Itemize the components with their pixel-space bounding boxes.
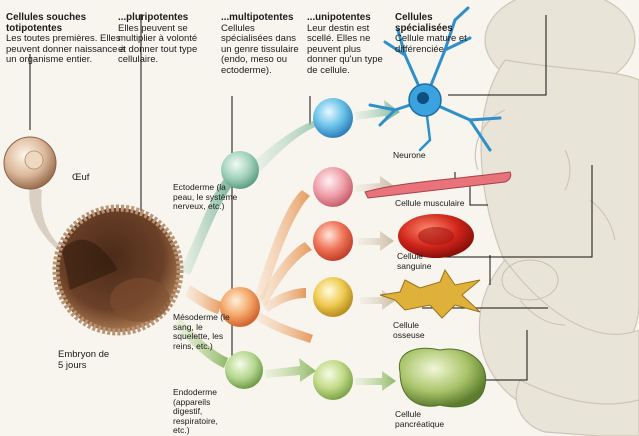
blood-cell bbox=[398, 214, 474, 258]
header-unipotent-title: ...unipotentes bbox=[307, 12, 371, 23]
unipotent-blood-cell bbox=[313, 221, 353, 261]
label-neurone: Neurone bbox=[393, 150, 426, 160]
fetus-details bbox=[501, 149, 616, 326]
muscle-cell bbox=[364, 171, 512, 199]
label-pancreatique: Cellule pancréatique bbox=[395, 409, 445, 429]
mesoderm-cell bbox=[220, 287, 260, 327]
embryo bbox=[52, 204, 184, 336]
unipotent-neural-cell bbox=[313, 98, 353, 138]
label-sanguine: Cellule sanguine bbox=[397, 251, 432, 271]
header-unipotent: ...unipotentes Leur destin est scellé. E… bbox=[307, 12, 389, 76]
header-unipotent-body: Leur destin est scellé. Elles ne peuvent… bbox=[307, 22, 383, 76]
label-embryon: Embryon de 5 jours bbox=[58, 349, 110, 371]
label-oeuf: Œuf bbox=[72, 172, 90, 183]
fetus-silhouette bbox=[474, 0, 639, 436]
lineage-arrows bbox=[29, 100, 400, 391]
label-osseuse: Cellule osseuse bbox=[393, 320, 425, 340]
header-pluripotent-body: Elles peuvent se multiplier à volonté et… bbox=[118, 22, 198, 65]
header-specialized-title: Cellules spécialisées bbox=[395, 12, 453, 34]
label-musculaire: Cellule musculaire bbox=[395, 198, 465, 208]
header-specialized-body: Cellule mature et différenciée bbox=[395, 33, 467, 55]
label-endoderme: Endoderme (appareils digestif, respirato… bbox=[173, 387, 218, 435]
header-specialized: Cellules spécialisées Cellule mature et … bbox=[395, 12, 475, 55]
neuron-cell bbox=[368, 6, 502, 152]
header-multipotent-body: Cellules spécialisées dans un genre tiss… bbox=[221, 22, 299, 76]
label-ectoderme: Ectoderme (la peau, le système nerveux, … bbox=[173, 182, 238, 211]
pancreatic-cell bbox=[398, 347, 487, 408]
header-multipotent: ...multipotentes Cellules spécialisées d… bbox=[221, 12, 305, 76]
bone-cell bbox=[379, 268, 481, 319]
header-pluripotent-title: ...pluripotentes bbox=[118, 12, 189, 23]
unipotent-pancreatic-cell bbox=[313, 360, 353, 400]
unipotent-muscle-cell bbox=[313, 167, 353, 207]
header-totipotent-body: Les toutes premières. Elles peuvent donn… bbox=[6, 33, 126, 65]
label-mesoderme: Mésoderme (le sang, le squelette, les re… bbox=[173, 312, 230, 351]
egg-cell bbox=[3, 136, 57, 190]
endoderm-cell bbox=[225, 351, 263, 389]
header-totipotent: Cellules souches totipotentes Les toutes… bbox=[6, 12, 131, 66]
ectoderm-cell bbox=[221, 151, 259, 189]
header-multipotent-title: ...multipotentes bbox=[221, 12, 294, 23]
header-totipotent-title: Cellules souches totipotentes bbox=[6, 12, 87, 34]
unipotent-bone-cell bbox=[313, 277, 353, 317]
header-pluripotent: ...pluripotentes Elles peuvent se multip… bbox=[118, 12, 206, 66]
